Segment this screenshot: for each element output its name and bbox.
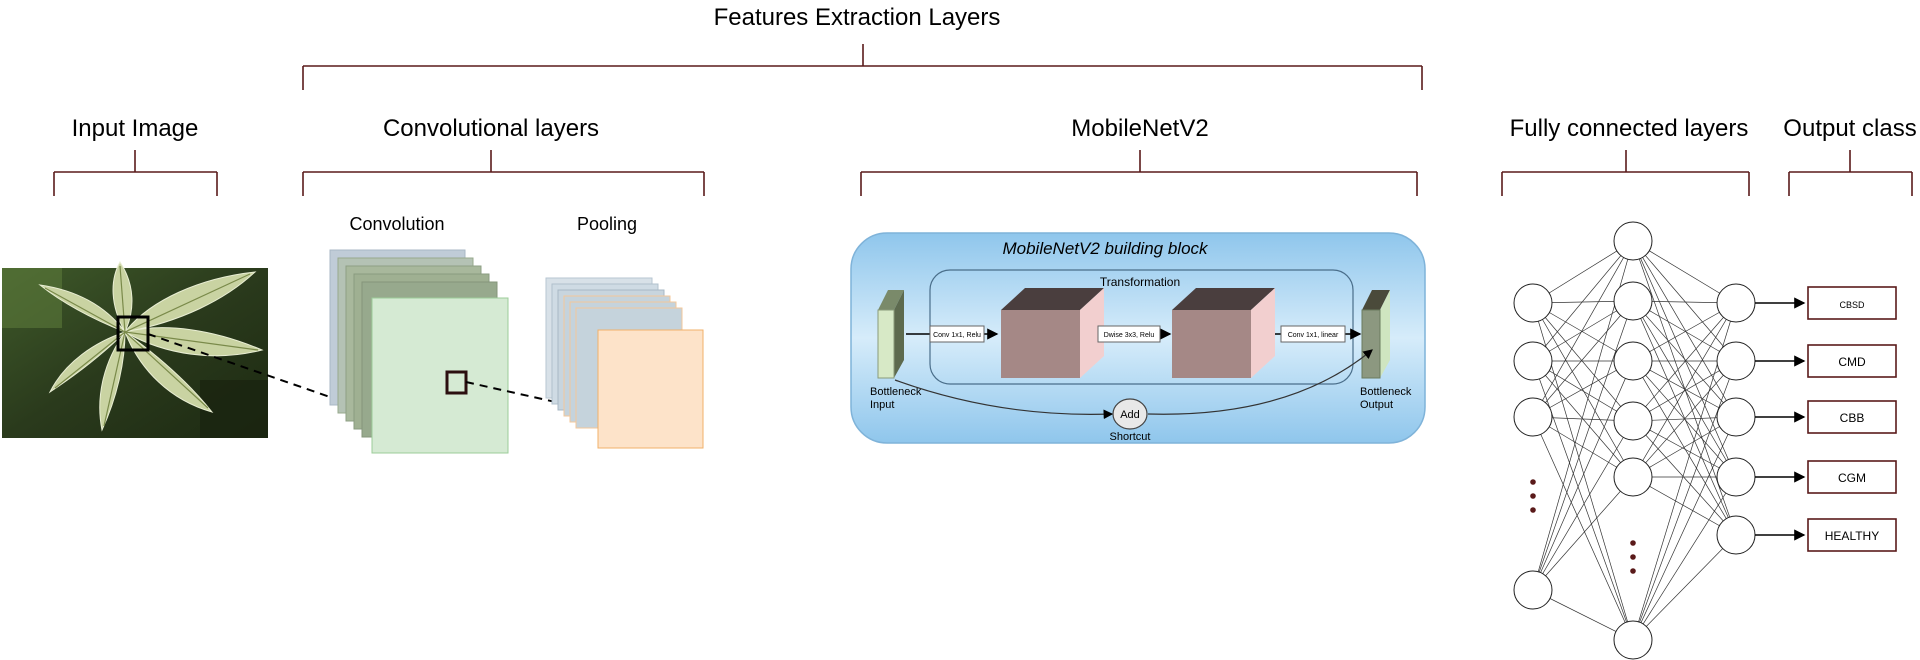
fc-neuron xyxy=(1716,341,1756,381)
fc-neuron xyxy=(1513,397,1553,437)
mobilenet-heading: MobileNetV2 xyxy=(1071,115,1208,142)
mobilenet-building-block: MobileNetV2 building block Transformatio… xyxy=(850,232,1426,444)
bottleneck-input-label-2: Input xyxy=(870,399,894,411)
op1-label: Conv 1x1, Relu xyxy=(933,332,981,339)
op3-label: Conv 1x1, linear xyxy=(1288,332,1339,339)
bottleneck-output-label-2: Output xyxy=(1360,399,1393,411)
output-class-item: CMD xyxy=(1755,344,1897,378)
fc-edge xyxy=(1632,476,1737,641)
pooling-stack xyxy=(545,277,704,449)
pooling-label: Pooling xyxy=(577,214,637,234)
fc-neuron xyxy=(1716,457,1756,497)
vertical-ellipsis-icon xyxy=(1630,540,1636,574)
fc-edge xyxy=(1632,476,1737,536)
add-label: Add xyxy=(1120,409,1140,421)
fc-edge xyxy=(1532,240,1634,304)
fc-edge xyxy=(1632,360,1737,641)
fc-neuron xyxy=(1716,397,1756,437)
output-class-box xyxy=(1807,286,1897,320)
fc-neuron xyxy=(1716,515,1756,555)
output-class-box xyxy=(1807,460,1897,494)
output-class-list: CBSD CMD CBB CGM HEALTHY xyxy=(1755,286,1897,552)
vertical-ellipsis-icon xyxy=(1530,479,1536,513)
fc-neuron xyxy=(1513,341,1553,381)
fc-edge xyxy=(1632,240,1737,304)
output-class-box xyxy=(1807,518,1897,552)
fc-edge xyxy=(1532,300,1634,418)
op2-label: Dwise 3x3, Relu xyxy=(1104,332,1155,339)
fc-edge xyxy=(1532,302,1634,422)
fc-edge xyxy=(1632,360,1737,422)
fc-edge xyxy=(1632,360,1737,478)
add-node xyxy=(1112,398,1148,430)
fc-neuron xyxy=(1513,570,1553,610)
fc-edge xyxy=(1632,420,1737,536)
convolution-label: Convolution xyxy=(349,214,444,234)
fc-neuron xyxy=(1613,401,1653,441)
cassava-leaf-image xyxy=(2,261,268,438)
fc-edge xyxy=(1532,416,1634,641)
output-class-box xyxy=(1807,400,1897,434)
fc-edge xyxy=(1632,360,1737,536)
fc-edge xyxy=(1632,420,1737,478)
fc-edge xyxy=(1632,300,1737,418)
fc-edge xyxy=(1632,416,1737,478)
output-class-heading: Output class xyxy=(1783,115,1916,142)
input-image-heading: Input Image xyxy=(72,115,199,142)
output-bracket xyxy=(1788,150,1913,196)
fc-neuron xyxy=(1613,281,1653,321)
features-extraction-heading: Features Extraction Layers xyxy=(714,4,1001,31)
fc-neuron xyxy=(1613,221,1653,261)
fc-neuron xyxy=(1613,341,1653,381)
output-class-item: CGM xyxy=(1755,460,1897,494)
output-class-item: CBSD xyxy=(1755,286,1897,320)
output-class-item: CBB xyxy=(1755,400,1897,434)
fc-neuron xyxy=(1513,283,1553,323)
output-class-label: CBSD xyxy=(1839,300,1865,310)
fc-neuron xyxy=(1613,620,1653,660)
fc-edge xyxy=(1632,240,1737,362)
bottleneck-input-label-1: Bottleneck xyxy=(870,386,922,398)
fc-neuron xyxy=(1613,457,1653,497)
fc-edge xyxy=(1632,416,1737,641)
output-class-label: CGM xyxy=(1838,471,1866,485)
fc-edge xyxy=(1532,360,1634,591)
convolution-stack xyxy=(329,249,509,454)
fc-edge xyxy=(1532,302,1634,478)
conv-bracket xyxy=(302,150,705,196)
fc-edge xyxy=(1532,476,1634,591)
output-class-label: CMD xyxy=(1838,355,1866,369)
fc-edge xyxy=(1632,300,1737,362)
fc-edge xyxy=(1632,240,1737,418)
output-class-box xyxy=(1807,344,1897,378)
fc-edge xyxy=(1532,240,1634,362)
output-class-item: HEALTHY xyxy=(1755,518,1897,552)
input-receptive-field xyxy=(116,315,150,352)
features-bracket xyxy=(302,44,1423,90)
conv-layers-heading: Convolutional layers xyxy=(383,115,599,142)
bottleneck-output-label-1: Bottleneck xyxy=(1360,386,1412,398)
input-bracket xyxy=(53,150,218,196)
mobilenet-bracket xyxy=(860,150,1418,196)
transformation-label: Transformation xyxy=(1100,275,1180,289)
fc-edge xyxy=(1632,302,1737,478)
fc-edge xyxy=(1632,240,1737,536)
fc-edge xyxy=(1632,534,1737,641)
mobilenet-block-title: MobileNetV2 building block xyxy=(1002,239,1209,258)
fc-edge xyxy=(1532,240,1634,418)
output-class-label: HEALTHY xyxy=(1825,529,1879,543)
shortcut-label: Shortcut xyxy=(1110,431,1151,443)
fully-connected-network xyxy=(1513,221,1756,660)
fc-neuron xyxy=(1716,283,1756,323)
fc-edge xyxy=(1632,302,1737,362)
output-class-label: CBB xyxy=(1840,411,1865,425)
fc-edge xyxy=(1532,300,1634,591)
fc-edge xyxy=(1632,302,1737,422)
fc-edge xyxy=(1532,420,1634,591)
fc-bracket xyxy=(1501,150,1750,196)
fc-heading: Fully connected layers xyxy=(1510,115,1749,142)
fc-edge xyxy=(1632,300,1737,536)
